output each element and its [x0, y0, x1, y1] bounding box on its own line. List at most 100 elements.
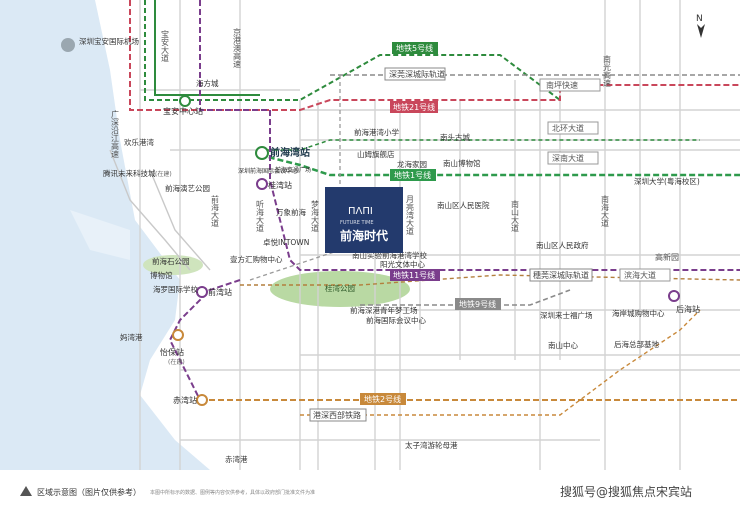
project-block[interactable]: ΠΛΠΙ FUTURE TIME 前海时代 [325, 187, 403, 253]
label-nanshan-rd: 南山大道 [511, 199, 520, 233]
place-wanxiang: 万象前海 [276, 207, 306, 217]
tag-gangshen-text: 港深西部铁路 [313, 410, 361, 420]
place-haiyuan: 海方城 [196, 78, 219, 88]
tag-gangshen [309, 408, 367, 422]
place-huanle: 欢乐港湾 [124, 137, 154, 147]
place-nanshan-center: 南山中心 [548, 340, 578, 350]
station-qianhaiwan: 前海湾站 [270, 146, 310, 159]
tag-line11-text: 地铁11号线 [393, 270, 435, 280]
station-icon-baoan-center [179, 95, 191, 107]
tag-huiguan [529, 268, 593, 282]
station-yibao-sub: (在建) [168, 358, 185, 366]
station-icon-houhai [668, 290, 680, 302]
label-beihuan: 北环大道 [552, 123, 584, 133]
airport-icon [61, 38, 75, 52]
gangshen-railway [300, 309, 701, 416]
footer-small: 本图中所标示的数据、图例等内容仅供参考，具体以政府部门批准文件为准 [150, 489, 315, 496]
tag-line9-text: 地铁9号线 [459, 299, 496, 309]
place-shimao: 壹方汇购物中心 [230, 254, 283, 264]
station-chiwan: 赤湾站 [173, 395, 197, 405]
label-qianhai-rd: 前海大道 [211, 194, 220, 228]
station-qianwan: 前湾站 [208, 287, 232, 297]
label-nanhai-rd: 南海大道 [601, 194, 610, 228]
project-sub: FUTURE TIME [340, 220, 373, 226]
footer-caption: 区域示意图（图片仅供参考） [37, 487, 141, 497]
place-nantou: 南头古城 [440, 132, 470, 142]
tag-line21-text: 地铁21号线 [393, 102, 435, 112]
north-arrow-icon: N [696, 14, 705, 38]
place-qhyouth: 前海深港青年梦工场 [350, 305, 418, 315]
place-tengxun: 腾讯未来科技城 [103, 168, 156, 178]
coastal-highways [109, 149, 211, 271]
place-gov: 南山区人民政府 [536, 240, 589, 250]
tag-line21 [390, 101, 438, 113]
tag-line11 [390, 269, 440, 281]
station-icon-qianhaiwan [255, 146, 269, 160]
metro-line-1 [259, 139, 740, 177]
tag-line9 [455, 298, 501, 310]
label-box-shennan [547, 151, 599, 165]
station-yibao: 怡保站 [160, 347, 184, 357]
tag-line1-text: 地铁1号线 [394, 170, 431, 180]
place-guiwan-park: 桂湾公园 [325, 283, 355, 293]
place-shenzhen-intl: 深圳前海国际会议中心 [238, 167, 298, 175]
station-guiwan: 桂湾站 [268, 180, 292, 190]
place-mawan: 妈湾港 [120, 332, 143, 342]
place-qianhai-school: 前海港湾小学 [354, 127, 399, 137]
label-box-beihuan [547, 121, 599, 135]
tag-line5 [392, 42, 438, 54]
label-guangshen: 广深沿江高速 [111, 109, 120, 159]
tag-line5-text: 地铁5号线 [396, 43, 433, 53]
svg-text:N: N [696, 14, 703, 24]
tag-dongguan-text: 深莞深城际轨道 [389, 69, 445, 79]
station-icon-qianwan [196, 286, 208, 298]
label-jinggang: 京港澳高速 [233, 27, 242, 69]
place-nanshan-museum: 南山博物馆 [443, 158, 481, 168]
place-zhuoyue: 卓悦INTOWN [263, 237, 309, 247]
place-qhconv: 前海国际会议中心 [366, 315, 426, 325]
warning-icon [20, 486, 32, 496]
label-yuehai: 月亮湾大道 [406, 195, 415, 236]
label-box-binhai [619, 268, 671, 282]
footer-bg [0, 478, 740, 510]
tag-huiguan-text: 穗莞深城际轨道 [533, 270, 589, 280]
place-qianhai-stone: 前海石公园 [152, 256, 190, 266]
place-shantou: 山姆旗舰店 [357, 149, 395, 159]
label-binhai: 滨海大道 [624, 270, 656, 280]
place-taizi: 太子湾游轮母港 [405, 440, 458, 450]
project-logo: ΠΛΠΙ [348, 206, 373, 217]
label-tinghai: 听海大道 [256, 200, 265, 233]
watermark: 搜狐号@搜狐焦点宋宾站 [560, 484, 692, 499]
project-box [325, 187, 403, 253]
label-baoan-road: 宝安大道 [161, 29, 170, 63]
place-yangguang: 阳光文体中心 [380, 259, 425, 269]
inner-bay [70, 210, 130, 260]
station-houhai: 后海站 [676, 304, 700, 314]
label-mengwan: 梦海大道 [311, 200, 320, 233]
station-icon-yibao [172, 329, 184, 341]
place-qianhai-park: 前海演艺公园 [165, 183, 210, 193]
place-jiaotong: 前海交通广场 [275, 166, 311, 174]
metro-line-21 [129, 0, 740, 111]
station-baoan-center: 宝安中心站 [163, 106, 203, 116]
label-nanping: 南坪快速 [546, 80, 578, 90]
place-laifu: 深圳来士福广场 [540, 310, 593, 320]
tag-line2-text: 地铁2号线 [364, 394, 401, 404]
place-houhai-center: 后海总部基地 [614, 339, 659, 349]
label-shennan: 深南大道 [552, 153, 584, 163]
label-nanguang: 南光高速 [603, 54, 612, 88]
tag-line1 [390, 169, 436, 181]
station-icon-guiwan [256, 178, 268, 190]
tag-line2 [360, 393, 406, 405]
project-name: 前海时代 [340, 228, 388, 243]
place-hospital: 南山区人民医院 [437, 200, 490, 210]
station-icon-chiwan [196, 394, 208, 406]
place-longhai: 龙海家园 [397, 159, 427, 169]
place-tengxun-sub: (在建) [155, 170, 172, 178]
qianhai-stone-park-area [143, 255, 203, 275]
label-gaoxin: 高新园 [655, 252, 679, 262]
place-museum: 博物馆 [150, 270, 173, 280]
place-coast-mall: 海岸城购物中心 [612, 308, 665, 318]
metro-line-11 [168, 0, 740, 401]
